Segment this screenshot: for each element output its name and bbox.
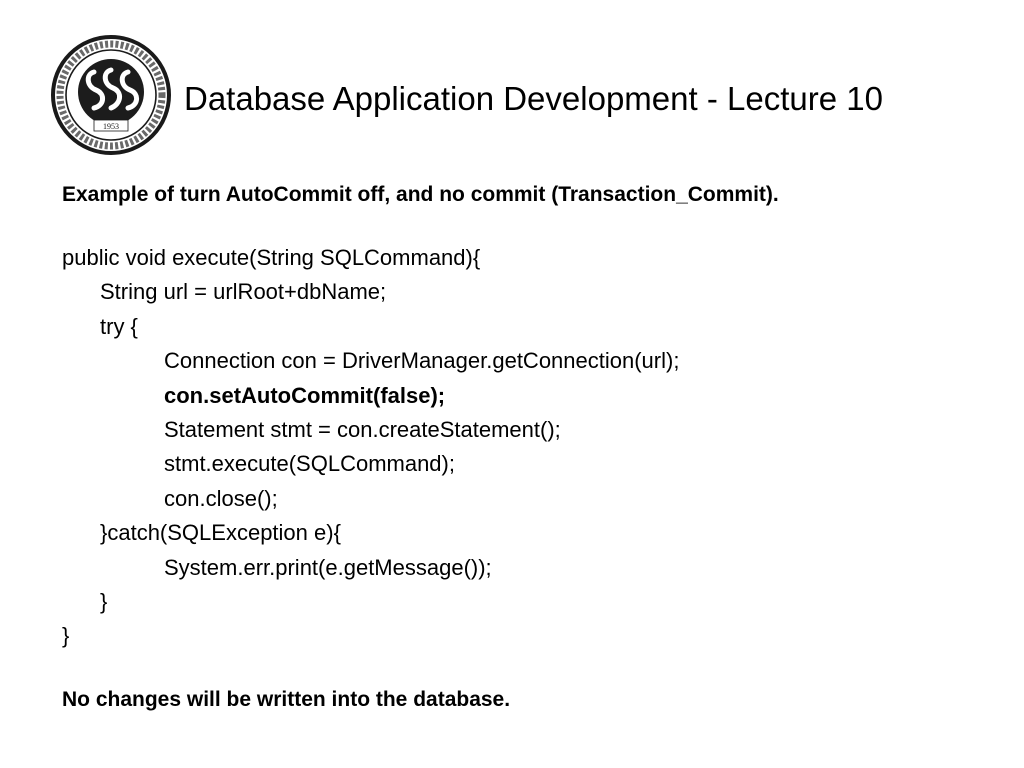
- slide-title: Database Application Development - Lectu…: [184, 80, 883, 117]
- code-line: String url = urlRoot+dbName;: [100, 279, 387, 305]
- code-line: }catch(SQLException e){: [100, 520, 341, 546]
- code-line: public void execute(String SQLCommand){: [62, 245, 481, 270]
- code-line: }: [100, 588, 108, 614]
- code-line-highlight: con.setAutoCommit(false);: [164, 382, 446, 408]
- code-line: stmt.execute(SQLCommand);: [164, 451, 455, 477]
- code-line: Connection con = DriverManager.getConnec…: [164, 348, 680, 374]
- logo-year: 1953: [103, 122, 119, 131]
- code-line: try {: [100, 313, 138, 339]
- slide-subtitle: Example of turn AutoCommit off, and no c…: [62, 183, 779, 206]
- code-line: Statement stmt = con.createStatement();: [164, 416, 561, 442]
- code-line: }: [62, 623, 70, 649]
- code-block: public void execute(String SQLCommand){ …: [62, 241, 679, 654]
- college-seal-logo-icon: 1953: [51, 35, 171, 155]
- footer-note: No changes will be written into the data…: [62, 688, 511, 711]
- code-line: con.close();: [164, 485, 278, 511]
- code-line: System.err.print(e.getMessage());: [164, 554, 492, 580]
